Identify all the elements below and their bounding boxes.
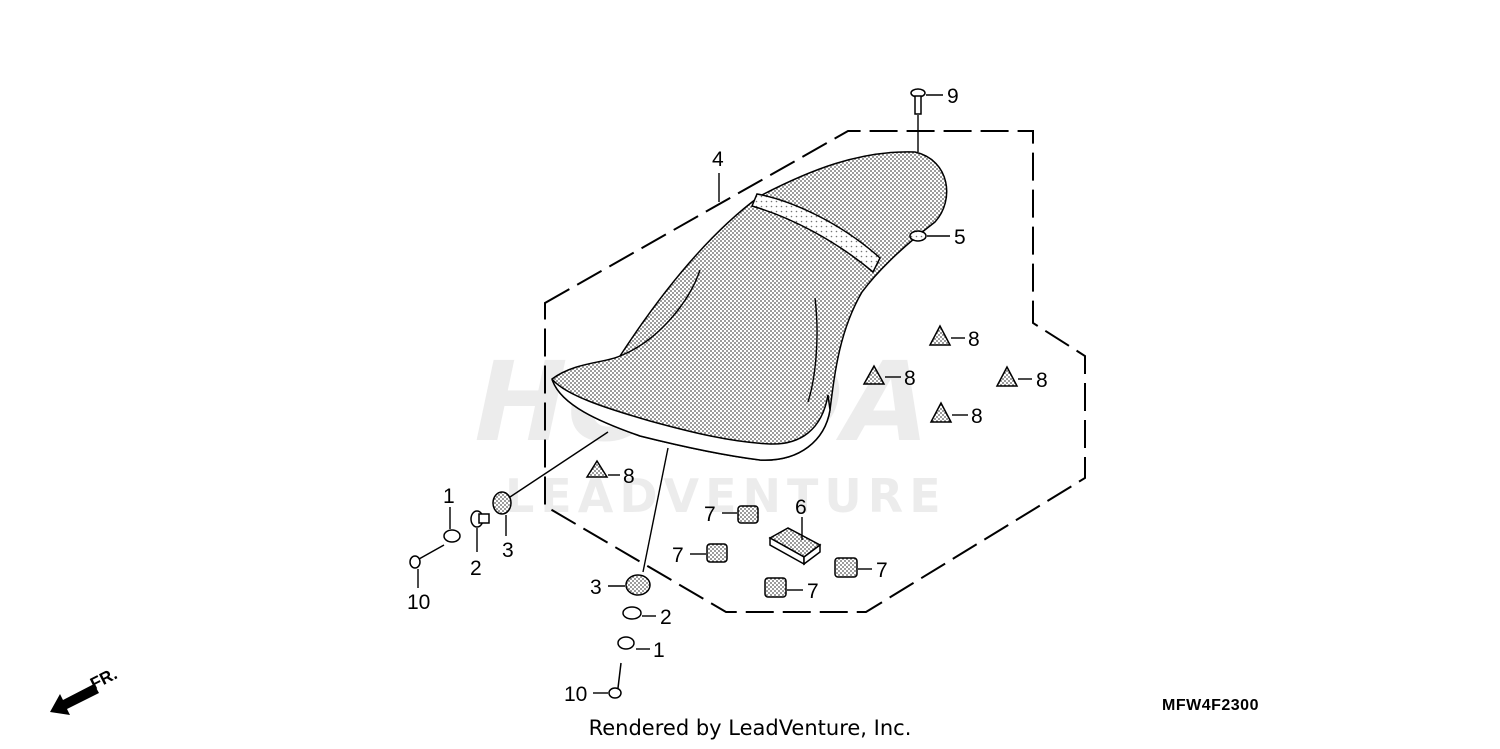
cushion-part-7b — [706, 543, 728, 563]
callout-7d: 7 — [807, 580, 819, 603]
washer-part-1b — [617, 636, 635, 650]
front-arrow-icon — [50, 684, 99, 715]
diagram-code: MFW4F2300 — [1162, 697, 1259, 714]
callout-1a: 1 — [443, 485, 455, 508]
seat-base — [551, 378, 831, 461]
bolt-part-10b — [608, 662, 622, 699]
washer-part-1a — [443, 529, 461, 543]
grommet-part-8a — [928, 324, 952, 346]
callout-10b: 10 — [564, 683, 587, 706]
collar-part-2a — [470, 510, 490, 528]
callout-8c: 8 — [1036, 369, 1048, 392]
collar-part-2b — [622, 606, 642, 620]
seat-strap — [750, 193, 881, 274]
callout-4: 4 — [712, 148, 724, 171]
seat-stitch-line — [619, 269, 818, 403]
callout-7a: 7 — [704, 503, 716, 526]
assembly-boundary — [544, 130, 1086, 613]
grommet-part-3b — [625, 574, 651, 596]
grommet-part-3a — [492, 491, 512, 515]
bolt-part-10a — [409, 544, 445, 569]
callout-3b: 3 — [590, 576, 602, 599]
callout-7b: 7 — [672, 544, 684, 567]
callout-2b: 2 — [660, 606, 672, 629]
grommet-part-8e — [585, 459, 609, 478]
callout-10a: 10 — [407, 591, 430, 614]
callout-6: 6 — [795, 496, 807, 519]
left-mount-leader — [509, 431, 609, 498]
bolt-part-9 — [910, 88, 926, 115]
nut-part-5 — [909, 230, 927, 242]
callout-2a: 2 — [470, 557, 482, 580]
bottom-mount-leader — [642, 447, 669, 573]
callout-8a: 8 — [968, 328, 980, 351]
callout-5: 5 — [954, 226, 966, 249]
cushion-part-7d — [764, 577, 787, 598]
grommet-part-8b — [862, 364, 886, 385]
rendered-by-footer: Rendered by LeadVenture, Inc. — [588, 716, 912, 740]
callout-8e: 8 — [623, 465, 635, 488]
callout-3a: 3 — [502, 539, 514, 562]
seat-assembly — [551, 151, 948, 461]
callout-1b: 1 — [653, 639, 665, 662]
grommet-part-8d — [929, 401, 953, 423]
cushion-part-7a — [737, 505, 759, 524]
callout-8b: 8 — [904, 367, 916, 390]
cushion-part-7c — [834, 557, 858, 578]
callout-9: 9 — [947, 85, 959, 108]
leadventure-watermark: LEADVENTURE — [505, 469, 947, 523]
rubber-block-part-6 — [768, 527, 822, 566]
callout-8d: 8 — [971, 405, 983, 428]
grommet-part-8c — [995, 365, 1019, 387]
callout-7c: 7 — [876, 559, 888, 582]
